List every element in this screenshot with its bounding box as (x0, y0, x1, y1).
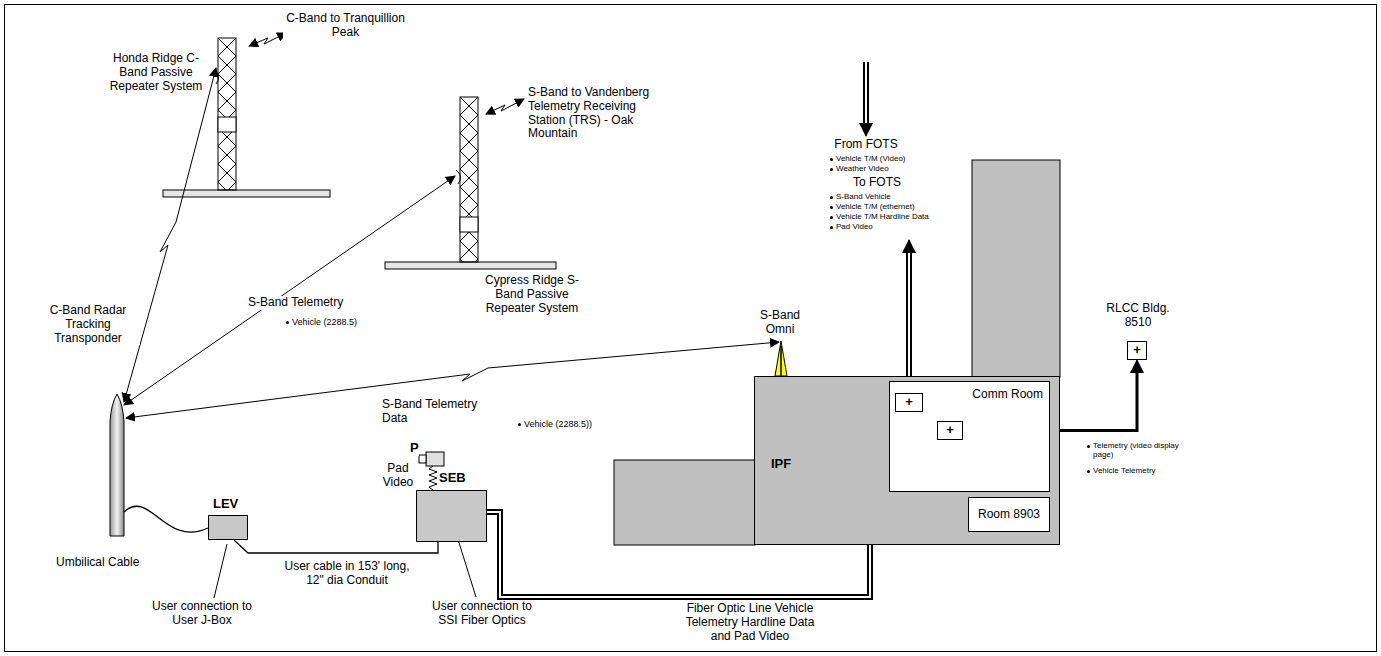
frame (5, 5, 1377, 652)
annotation: To FOTS (846, 176, 908, 190)
bullet-dot (830, 196, 833, 199)
bullet-item: Vehicle T/M (Video) (836, 154, 906, 163)
patch-box: + (895, 393, 923, 412)
radio-link (249, 33, 286, 46)
bullet-item: Telemetry (video display page) (1093, 441, 1189, 459)
fots-arrow (863, 62, 869, 124)
antenna-dish (456, 170, 461, 184)
annotation: User connection to SSI Fiber Optics (424, 600, 540, 628)
camera-lens (419, 455, 426, 463)
annotation: P (410, 441, 419, 456)
annotation: S-Band Telemetry Data (382, 398, 494, 426)
bullet-dot (518, 423, 521, 426)
bullet-dot (286, 321, 289, 324)
connector-label: Fiber Optic Line Vehicle Telemetry Hardl… (680, 602, 820, 643)
tower-box (218, 117, 236, 132)
node-heading: SEB (439, 471, 466, 486)
radio-link (124, 176, 455, 405)
room-box: Comm Room + + (889, 381, 1050, 492)
patch-box: + (937, 421, 963, 440)
arrowhead (1137, 360, 1138, 373)
connector-label: User cable in 153' long, 12" dia Conduit (280, 560, 414, 588)
tower-platform (163, 190, 330, 197)
bullet-item: Vehicle T/M Hardline Data (836, 212, 929, 221)
leader-line (214, 544, 227, 598)
junction-box: LEV (208, 515, 248, 540)
annotation: User connection to User J-Box (150, 600, 254, 628)
building: IPF Comm Room + + Room 8903 (754, 376, 1060, 545)
annotation: From FOTS (830, 138, 902, 152)
radio-link (124, 68, 216, 402)
umbilical-cable (124, 506, 208, 532)
node-label: + (946, 423, 954, 438)
bullet-item: Vehicle Telemetry (1093, 466, 1156, 475)
node-label: + (1133, 343, 1141, 358)
bullet-item: Vehicle (2288.5)) (524, 419, 592, 429)
radio-link (486, 99, 524, 114)
fots-arrow (906, 252, 912, 392)
cable-line (234, 540, 438, 553)
camera-mount (429, 466, 437, 490)
bullet-dot (830, 206, 833, 209)
bullet-dot (830, 216, 833, 219)
fots-arrow (865, 62, 867, 124)
tower-box (460, 217, 478, 232)
annotation: Pad Video (380, 462, 416, 490)
bullet-dot (1087, 445, 1090, 448)
annotation: C-Band to Tranquillion Peak (283, 12, 408, 40)
fots-arrow (866, 124, 867, 136)
connector-path (234, 540, 438, 553)
lattice-tower (218, 38, 236, 190)
bullet-item: S-Band Vehicle (836, 192, 891, 201)
annotation: C-Band Radar Tracking Transponder (36, 304, 140, 345)
bullet-dot (830, 158, 833, 161)
annotation: S-Band Telemetry (248, 296, 358, 310)
node-heading: IPF (771, 457, 791, 472)
bullet-item: Vehicle (2288.5) (292, 317, 357, 327)
bullet-item: Pad Video (836, 222, 873, 231)
tower-platform (385, 262, 556, 269)
annotation: Honda Ridge C-Band Passive Repeater Syst… (108, 52, 204, 93)
equipment-box: SEB (416, 490, 487, 542)
node-heading: Comm Room (972, 388, 1043, 402)
rocket (110, 394, 124, 536)
node-label: + (905, 395, 913, 410)
room-box: Room 8903 (968, 497, 1050, 532)
bullet-dot (1087, 470, 1090, 473)
annotation: Cypress Ridge S-Band Passive Repeater Sy… (480, 274, 584, 315)
building-wing (614, 460, 755, 545)
node-heading: LEV (213, 497, 238, 512)
camera-body (426, 452, 444, 466)
annotation: S-Band Omni (752, 309, 808, 337)
bullet-item: Weather Video (836, 164, 889, 173)
annotation: Umbilical Cable (56, 556, 139, 570)
building-box: RLCC Bldg. 8510+ (1127, 341, 1147, 360)
building-wing (972, 160, 1060, 377)
fots-arrow (909, 240, 910, 253)
node-heading: RLCC Bldg. 8510 (1098, 302, 1178, 330)
bullet-dot (830, 226, 833, 229)
node-label: Room 8903 (978, 508, 1040, 522)
bullet-item: Vehicle T/M (ethernet) (836, 202, 915, 211)
fots-arrow (908, 252, 910, 392)
lattice-tower (460, 97, 478, 262)
bullet-dot (830, 168, 833, 171)
annotation: S-Band to Vandenberg Telemetry Receiving… (528, 86, 670, 141)
